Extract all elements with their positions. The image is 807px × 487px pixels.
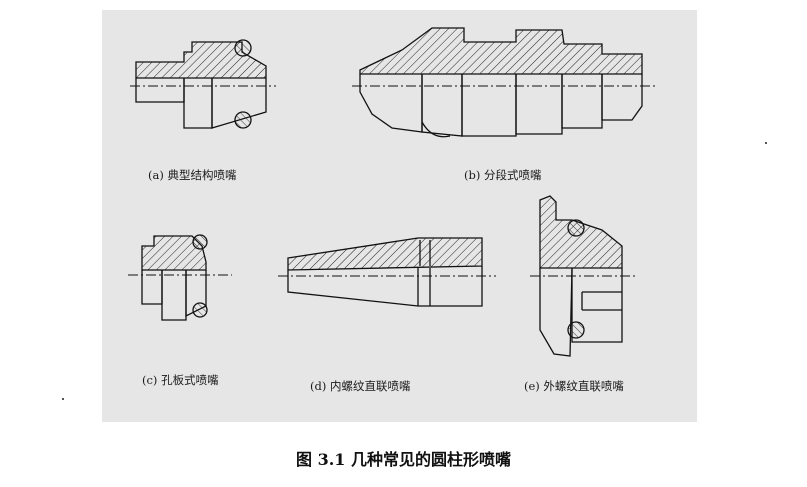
nozzle-e-drawing bbox=[530, 195, 636, 357]
label-e: (e) 外螺纹直联喷嘴 bbox=[524, 379, 624, 393]
label-d: (d) 内螺纹直联喷嘴 bbox=[310, 379, 411, 393]
dust-speck bbox=[765, 142, 767, 144]
figure-caption: 图 3.1 几种常见的圆柱形喷嘴 bbox=[296, 450, 511, 469]
nozzle-a-drawing bbox=[130, 39, 276, 129]
nozzle-drawings bbox=[128, 27, 658, 357]
label-a: (a) 典型结构喷嘴 bbox=[148, 168, 237, 182]
nozzle-c-drawing bbox=[128, 234, 232, 321]
dust-speck bbox=[62, 398, 64, 400]
label-b: (b) 分段式喷嘴 bbox=[464, 168, 542, 182]
nozzle-d-drawing bbox=[278, 237, 496, 307]
label-c: (c) 孔板式喷嘴 bbox=[142, 373, 219, 387]
figure-panel: (a) 典型结构喷嘴 (b) 分段式喷嘴 (c) 孔板式喷嘴 (d) 内螺纹直联… bbox=[102, 10, 697, 422]
nozzle-b-drawing bbox=[352, 27, 658, 138]
